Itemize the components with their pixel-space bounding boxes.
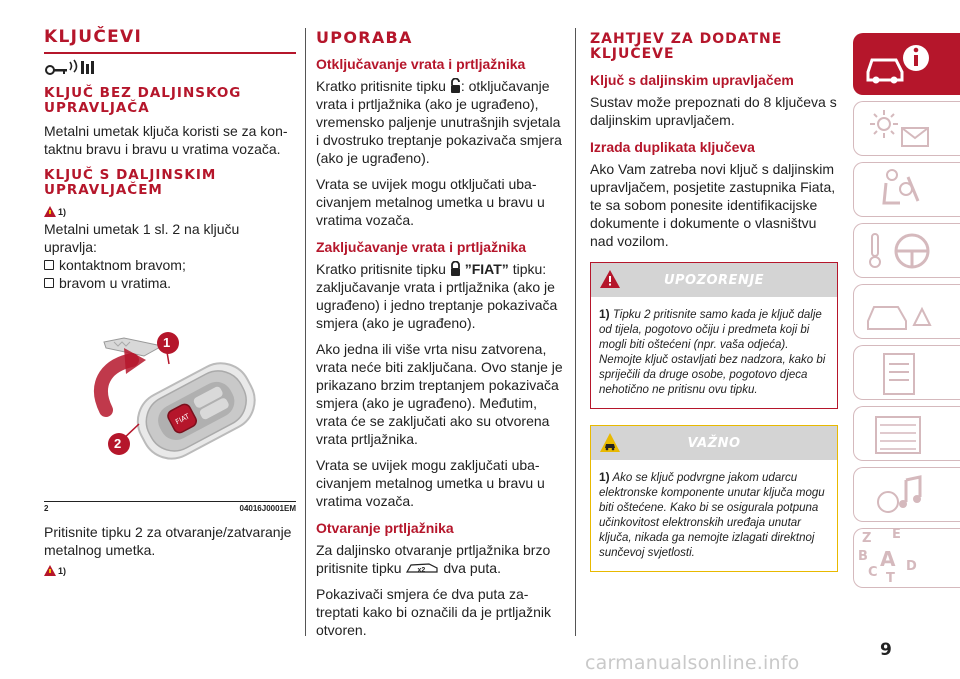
car-caution-icon	[600, 433, 620, 452]
airbag-seat-icon	[882, 169, 920, 205]
text-remote-key: Sustav može prepoznati do 8 ključeva s d…	[590, 94, 837, 128]
column-divider	[305, 28, 306, 636]
lights-warning-icon	[870, 110, 929, 147]
breakdown-icon	[867, 306, 932, 330]
section-title-keys: KLJUČEVI	[44, 27, 143, 47]
heading-duplicate-keys: Izrada duplikata ključeva	[590, 139, 755, 155]
warning-triangle-icon	[600, 270, 620, 288]
heading-unlock: Otključavanje vrata i prtljažnika	[316, 56, 526, 72]
multimedia-icon	[877, 475, 922, 513]
important-box: VAŽNO 1) Ako se ključ podvrgne jakom uda…	[590, 425, 838, 572]
figure-caption: 2 04016J0001EM	[44, 501, 296, 513]
tab-safety[interactable]	[853, 162, 960, 217]
important-body: 1) Ako se ključ podvrgne jakom udarcu el…	[599, 470, 825, 559]
text-trunk-opening: Za daljinsko otvaranje prtljažnika brzo …	[316, 542, 551, 576]
page-number: 9	[880, 640, 892, 660]
trunk-button-icon: x2	[405, 561, 439, 575]
important-title: VAŽNO	[687, 435, 741, 451]
specifications-icon	[875, 416, 921, 454]
chapter-tabs: Z E B A C D T	[853, 33, 960, 594]
checkbox-bullet-icon	[44, 260, 54, 270]
text-trunk-indicators: Pokazivači smjera će dva puta za-treptat…	[316, 586, 552, 638]
text-key-with-remote: Metalni umetak 1 sl. 2 na ključu upravlj…	[44, 221, 240, 255]
unlock-padlock-icon	[450, 78, 460, 93]
tab-technical-data[interactable]	[853, 406, 960, 461]
heading-key-with-remote: KLJUČ S DALJINSKIM UPRAVLJAČEM	[44, 167, 217, 198]
figure-callout-2: 2	[114, 436, 122, 451]
figure-callout-1: 1	[163, 335, 171, 350]
tab-car-info[interactable]	[853, 33, 960, 95]
tab-maintenance[interactable]	[853, 345, 960, 400]
warning-body: 1) Tipku 2 pritisnite samo kada je ključ…	[599, 307, 826, 396]
maintenance-icon	[883, 353, 915, 395]
column-divider	[575, 28, 576, 636]
tab-starting-driving[interactable]	[853, 223, 960, 278]
tab-multimedia[interactable]	[853, 467, 960, 522]
column-keys: KLJUČEVI KLJUČ BEZ DALJINSKOG UPRAVLJAČA…	[44, 28, 296, 576]
tab-emergency[interactable]	[853, 284, 960, 339]
text-lock-doors-not-closed: Ako jedna ili više vrta nisu zatvorena, …	[316, 341, 563, 447]
text-unlock-metal-insert: Vrata se uvijek mogu otključati uba-civa…	[316, 176, 545, 228]
key-symbol-icon	[44, 59, 296, 82]
remote-key-illustration: FIAT	[94, 332, 256, 460]
warning-box-header: UPOZORENJE	[591, 263, 837, 297]
warning-reference: 1)	[44, 565, 296, 576]
text-key-without-remote: Metalni umetak ključa koristi se za kon-…	[44, 123, 288, 157]
figure-remote-key: FIAT 1 2	[44, 316, 296, 501]
tab-lights-warnings[interactable]	[853, 101, 960, 156]
list-item: kontaktnom bravom;	[44, 256, 296, 274]
text-lock: Kratko pritisnite tipku ”FIAT” tipku: za…	[316, 261, 558, 331]
column-usage: UPORABA Otključavanje vrata i prtljažnik…	[316, 28, 566, 639]
important-box-header: VAŽNO	[591, 426, 837, 460]
text-lock-metal-insert: Vrata se uvijek mogu zaključati uba-civa…	[316, 457, 545, 509]
figure-number: 2	[44, 504, 49, 513]
column-extra-keys: ZAHTJEV ZA DODATNE KLJUČEVE Ključ s dalj…	[590, 28, 838, 572]
index-icon: Z E B A C D T	[858, 527, 917, 586]
title-rule	[44, 52, 296, 54]
key-steering-icon	[869, 233, 930, 269]
heading-key-without-remote: KLJUČ BEZ DALJINSKOG UPRAVLJAČA	[44, 85, 242, 116]
heading-trunk-opening: Otvaranje prtljažnika	[316, 520, 454, 536]
warning-box: UPOZORENJE 1) Tipku 2 pritisnite samo ka…	[590, 262, 838, 409]
section-title-extra-keys: ZAHTJEV ZA DODATNE KLJUČEVE	[590, 31, 783, 62]
list-item: bravom u vratima.	[44, 274, 296, 292]
text-press-button-2: Pritisnite tipku 2 za otvaranje/zatvaran…	[44, 524, 292, 558]
heading-remote-key: Ključ s daljinskim upravljačem	[590, 72, 794, 88]
section-title-usage: UPORABA	[316, 28, 413, 47]
text-unlock: Kratko pritisnite tipku : otključavanje …	[316, 78, 562, 166]
warning-reference: 1)	[44, 206, 296, 217]
watermark: carmanualsonline.info	[585, 652, 800, 674]
text-duplicate-keys: Ako Vam zatreba novi ključ s daljinskim …	[590, 161, 836, 249]
warning-triangle-icon	[44, 565, 56, 576]
checkbox-bullet-icon	[44, 278, 54, 288]
figure-code: 04016J0001EM	[239, 504, 297, 513]
warning-title: UPOZORENJE	[663, 272, 765, 288]
car-info-icon	[866, 45, 929, 84]
heading-lock: Zaključavanje vrata i prtljažnika	[316, 239, 527, 255]
tab-index[interactable]: Z E B A C D T	[853, 527, 960, 588]
warning-triangle-icon	[44, 206, 56, 217]
lock-padlock-icon	[450, 261, 460, 276]
